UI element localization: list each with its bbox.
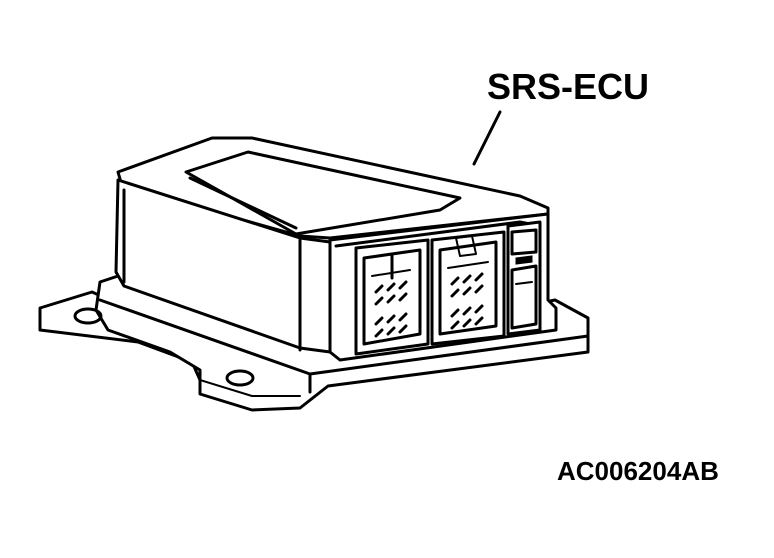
mounting-hole-right (225, 369, 255, 387)
figure-code: AC006204AB (557, 456, 719, 486)
connector-middle (430, 230, 506, 346)
connector-right (506, 220, 542, 336)
mounting-hole-left (73, 307, 103, 325)
connector-left (354, 238, 430, 356)
leader-line (472, 110, 502, 166)
part-label: SRS-ECU (487, 66, 650, 107)
connector-left-pins (374, 280, 408, 338)
connector-middle-pins (450, 272, 484, 330)
